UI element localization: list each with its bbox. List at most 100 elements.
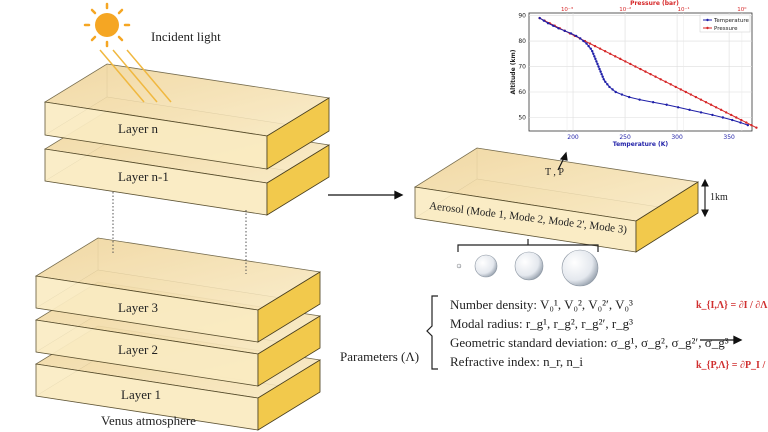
temperature-point bbox=[538, 16, 541, 20]
pressure-point bbox=[699, 98, 703, 101]
temperature-point bbox=[593, 55, 596, 58]
temperature-point bbox=[592, 52, 595, 55]
temperature-point bbox=[589, 47, 592, 50]
y-tick-label: 60 bbox=[518, 89, 526, 96]
temperature-point bbox=[688, 108, 691, 112]
y-tick-label: 80 bbox=[518, 38, 526, 45]
tp-arrow bbox=[557, 151, 568, 171]
layer-n-label: Layer n bbox=[118, 121, 159, 136]
x2-tick-label: 10⁰ bbox=[737, 6, 747, 13]
pressure-point bbox=[689, 93, 693, 96]
pressure-point bbox=[639, 67, 642, 71]
thickness-label: 1km bbox=[710, 192, 728, 203]
pressure-point bbox=[609, 52, 612, 55]
temperature-point bbox=[587, 44, 590, 48]
slab-right-face bbox=[257, 315, 321, 387]
temperature-point bbox=[665, 103, 668, 106]
temperature-point bbox=[731, 118, 734, 122]
temperature-point bbox=[595, 60, 598, 63]
pressure-point bbox=[629, 62, 632, 66]
pressure-point bbox=[603, 50, 607, 53]
parameters-label: Parameters (Λ) bbox=[340, 349, 420, 364]
param-geometric-std: Geometric standard deviation: σ_g¹, σ_g²… bbox=[450, 335, 729, 350]
temperature-point bbox=[676, 106, 680, 109]
temperature-point bbox=[569, 32, 573, 35]
dotted-continuation bbox=[112, 192, 247, 274]
pressure-point bbox=[669, 83, 672, 86]
temperature-point bbox=[546, 21, 550, 25]
layer-2-label: Layer 2 bbox=[118, 342, 159, 357]
x-tick-label: 350 bbox=[723, 134, 735, 141]
temperature-point bbox=[711, 113, 714, 117]
temperature-point bbox=[563, 29, 566, 33]
slab-right-face bbox=[266, 97, 330, 170]
temperature-point bbox=[582, 39, 585, 43]
x2-tick-label: 10⁻³ bbox=[561, 6, 573, 13]
x2-tick-label: 10⁻² bbox=[619, 6, 631, 13]
slab-aerosol bbox=[413, 147, 700, 253]
slab-layer-3 bbox=[34, 237, 322, 343]
temperature-point bbox=[739, 121, 742, 124]
pressure-point bbox=[735, 116, 738, 119]
legend-box bbox=[699, 14, 751, 33]
y-tick-label: 50 bbox=[518, 114, 526, 121]
temperature-point bbox=[598, 67, 601, 71]
temperature-point bbox=[557, 27, 560, 30]
pressure-point bbox=[593, 44, 597, 48]
pressure-point bbox=[588, 42, 592, 45]
pressure-point bbox=[694, 95, 698, 99]
pressure-point bbox=[740, 118, 743, 122]
x-axis-label: Temperature (K) bbox=[613, 141, 669, 148]
pressure-point bbox=[714, 106, 718, 109]
slab-right-face bbox=[257, 271, 321, 343]
layer-1-label: Layer 1 bbox=[121, 387, 162, 402]
pressure-point bbox=[730, 113, 733, 117]
pressure-point bbox=[684, 90, 688, 94]
x2-axis-label: Pressure (bar) bbox=[630, 0, 679, 7]
temperature-point bbox=[602, 78, 605, 81]
pressure-point bbox=[634, 65, 637, 68]
slab-layer-n bbox=[43, 63, 331, 170]
pressure-point bbox=[649, 72, 652, 76]
x-tick-label: 250 bbox=[619, 134, 631, 141]
parameter-list: Number density: V₀¹, V₀², V₀²′, V₀³ Moda… bbox=[450, 295, 729, 371]
y-axis-label: Altitude (km) bbox=[510, 49, 517, 94]
pressure-point bbox=[755, 126, 758, 129]
x-tick-label: 300 bbox=[671, 134, 683, 141]
y-tick-label: 70 bbox=[518, 64, 526, 71]
thickness-arrow bbox=[701, 178, 709, 218]
temperature-point bbox=[604, 80, 607, 84]
pressure-point bbox=[719, 108, 723, 112]
temperature-point bbox=[574, 34, 578, 38]
y-tick-label: 90 bbox=[518, 13, 526, 20]
layer-3-label: Layer 3 bbox=[118, 300, 159, 315]
legend-marker bbox=[706, 18, 709, 22]
parameters-brace bbox=[426, 295, 438, 370]
mode-bracket bbox=[457, 239, 599, 252]
temperature-point bbox=[620, 93, 624, 96]
pressure-point bbox=[644, 70, 647, 73]
param-modal-radius: Modal radius: r_g¹, r_g², r_g²′, r_g³ bbox=[450, 316, 634, 331]
pressure-point bbox=[624, 60, 627, 63]
x-tick-label: 200 bbox=[567, 134, 579, 141]
pressure-point bbox=[745, 121, 748, 124]
temperature-point bbox=[628, 95, 631, 99]
temperature-point bbox=[721, 116, 725, 119]
temperature-point bbox=[552, 24, 555, 27]
temperature-point bbox=[600, 72, 603, 76]
sun-icon bbox=[83, 2, 131, 48]
temperature-point bbox=[699, 111, 703, 114]
plot-area bbox=[528, 12, 753, 132]
pressure-point bbox=[619, 57, 622, 61]
temperature-point bbox=[585, 42, 588, 45]
temperature-point bbox=[597, 65, 600, 68]
formula-ki: k_{I,Λ} = ∂I / ∂Λ bbox=[696, 300, 768, 311]
legend-label: Pressure bbox=[714, 26, 738, 32]
pressure-point bbox=[614, 55, 617, 58]
legend-label: Temperature bbox=[713, 18, 749, 24]
pressure-point bbox=[654, 75, 657, 78]
